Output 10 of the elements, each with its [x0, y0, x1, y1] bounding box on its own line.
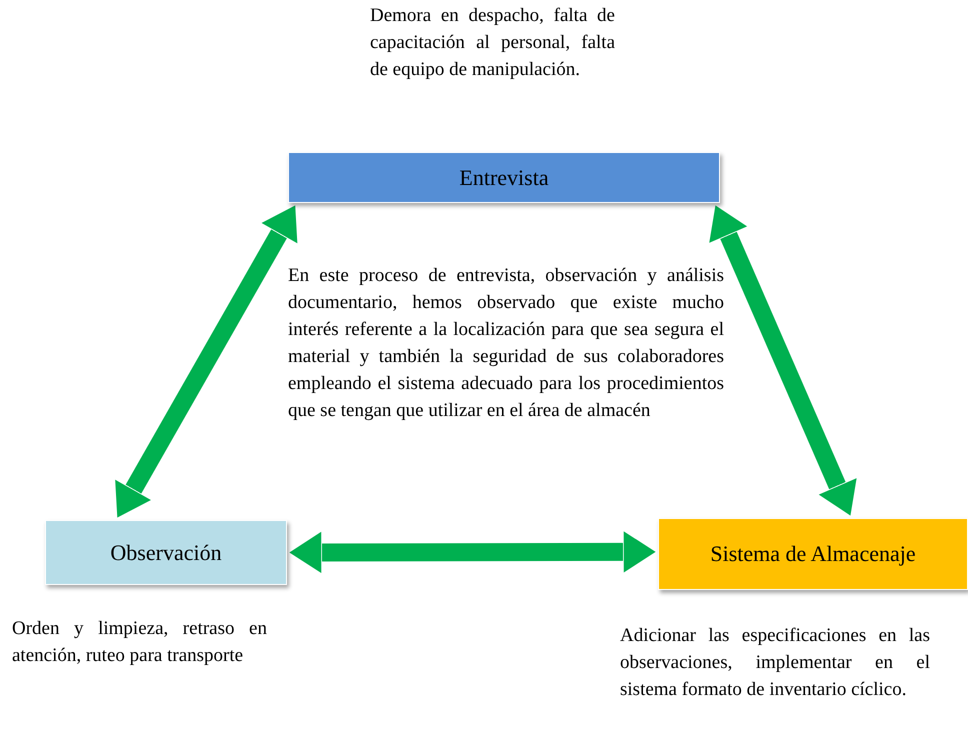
note-text: Adicionar las especificaciones en las observaciones, implementar en el sistema formato de inventario cíclico. — [620, 624, 930, 702]
process-box: Sistema de Almacenaje — [658, 518, 968, 590]
summary-text: En este proceso de entrevista, observación y análisis documentario, hemos observado que existe mucho interés referente a la localización para que sea segura el material y también la seguridad de sus colaboradores empleando el sistema adecuado para los procedimientos que se tengan que utilizar en el área de almacén — [288, 264, 724, 423]
process-box: Observación — [45, 520, 287, 585]
double-arrow — [287, 529, 658, 576]
double-arrow — [708, 203, 858, 518]
note-text: Demora en despacho, falta de capacitación al personal, falta de equipo de manipulación. — [370, 4, 615, 82]
note-text: Orden y limpieza, retraso en atención, ruteo para transporte — [12, 617, 267, 668]
double-arrow — [114, 204, 299, 520]
process-box: Entrevista — [288, 152, 720, 203]
